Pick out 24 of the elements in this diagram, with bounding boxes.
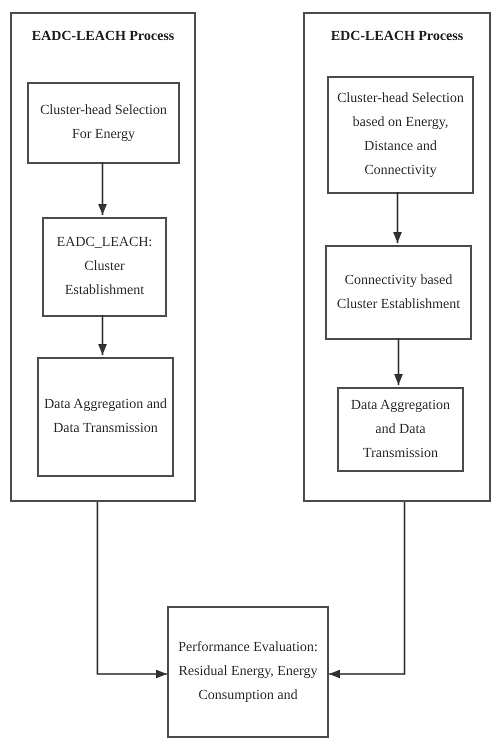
- process-box: [325, 245, 472, 340]
- box-label: Data Aggregation and Data Transmission: [350, 396, 452, 462]
- box-label: EADC_LEACH: Cluster Establishment: [56, 234, 154, 300]
- box-label: Data Aggregation and Data Transmission: [43, 396, 168, 438]
- group-title: EADC-LEACH Process: [30, 28, 176, 46]
- group-box: [303, 12, 491, 502]
- group-title: EDC-LEACH Process: [330, 28, 464, 46]
- group-box: [10, 12, 196, 502]
- box-label: Performance Evaluation: Residual Energy, Energy Consumption and: [177, 639, 319, 705]
- process-box: [37, 357, 174, 477]
- arrow: [98, 162, 107, 215]
- process-box: [27, 82, 180, 164]
- box-label: Connectivity based Cluster Establishment: [336, 272, 462, 314]
- arrow: [393, 192, 402, 243]
- process-box: [327, 76, 474, 194]
- arrow: [329, 502, 406, 678]
- box-label: Cluster-head Selection based on Energy, Distance and Connectivity: [336, 90, 465, 180]
- box-label: Cluster-head Selection For Energy: [39, 102, 168, 144]
- process-box: [337, 387, 464, 472]
- process-box: [167, 606, 329, 738]
- arrow: [98, 315, 107, 355]
- arrow: [96, 502, 167, 678]
- process-box: [42, 217, 167, 317]
- arrow: [394, 338, 403, 385]
